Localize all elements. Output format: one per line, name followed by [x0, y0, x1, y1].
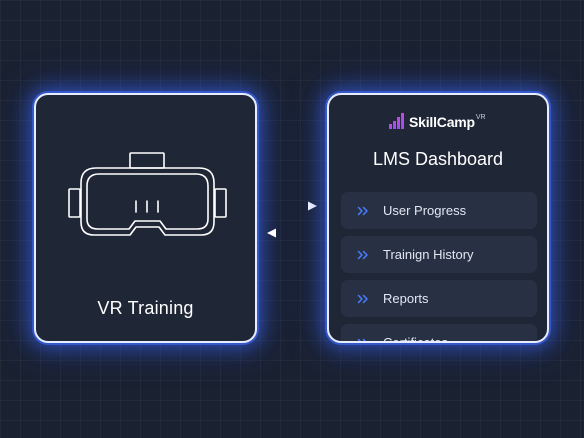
menu-item-certificates[interactable]: Certificates — [341, 324, 537, 343]
skillcamp-logo: SkillCamp VR — [389, 113, 486, 131]
menu-item-label: Trainign History — [383, 247, 474, 262]
menu-item-reports[interactable]: Reports — [341, 280, 537, 317]
double-chevron-right-icon — [357, 338, 367, 341]
menu-item-label: Reports — [383, 291, 429, 306]
double-chevron-right-icon — [357, 250, 368, 259]
vr-headset-icon — [68, 152, 227, 236]
double-chevron-right-icon — [357, 206, 368, 215]
lms-dashboard-title: LMS Dashboard — [372, 149, 504, 169]
double-chevron-right-icon — [357, 294, 368, 303]
menu-item-training-history[interactable]: Trainign History — [341, 236, 537, 273]
vr-training-label: VR Training — [97, 298, 194, 318]
logo-superscript: VR — [475, 114, 486, 121]
menu-item-label: Certificates — [383, 335, 449, 343]
stairs-logo-icon — [389, 113, 404, 129]
menu-item-user-progress[interactable]: User Progress — [341, 192, 537, 229]
menu-item-label: User Progress — [383, 203, 467, 218]
lms-dashboard-card: SkillCamp VR LMS Dashboard User Progress… — [327, 93, 549, 343]
sync-arrows-icon — [267, 201, 317, 238]
logo-name: SkillCamp — [409, 114, 475, 130]
vr-training-card: VR Training — [34, 93, 257, 343]
